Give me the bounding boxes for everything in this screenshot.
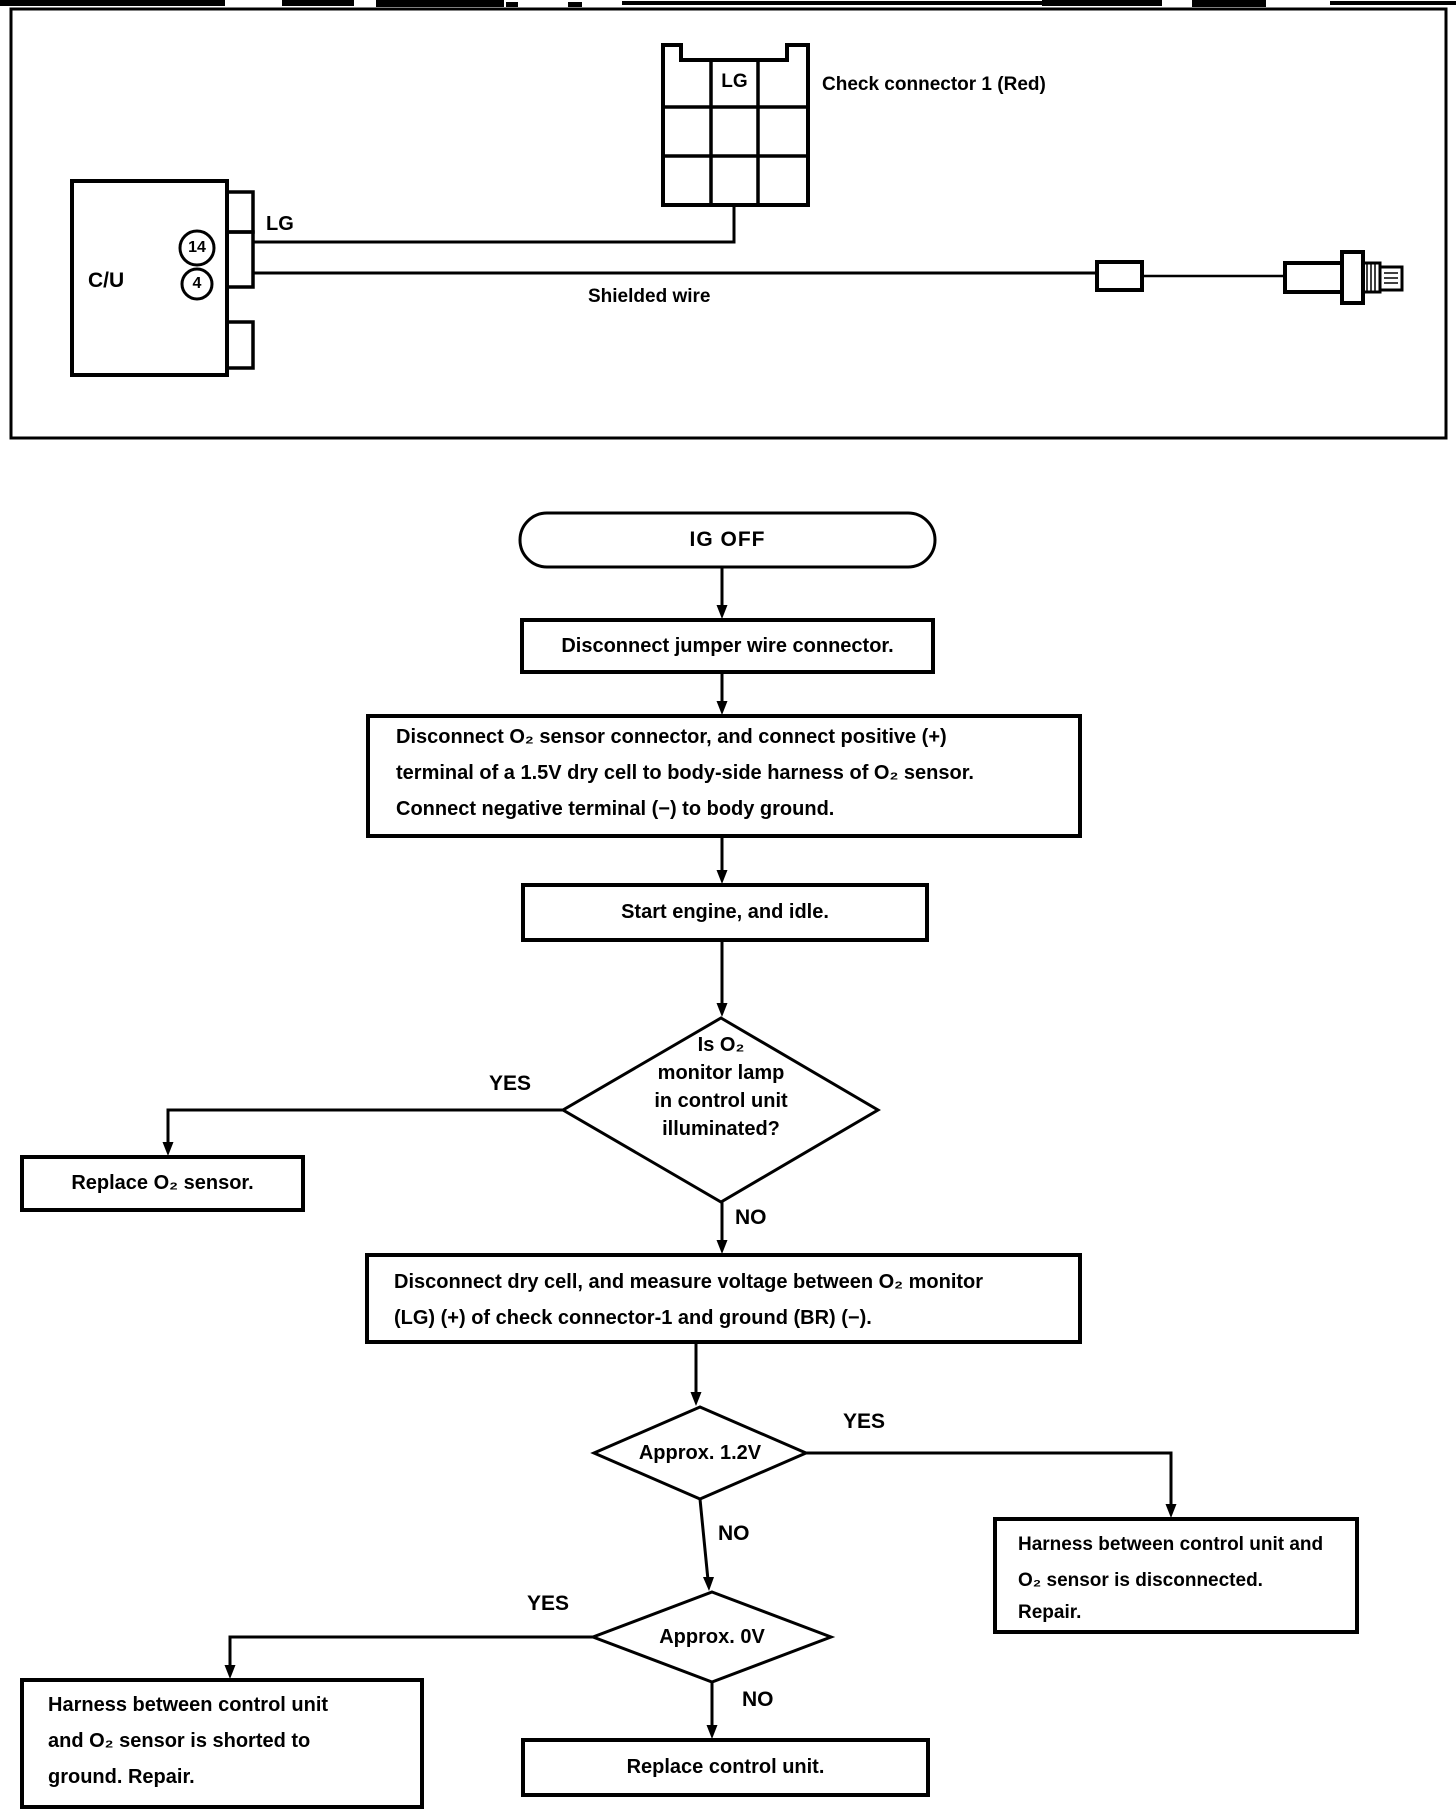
pin-14-circle	[178, 229, 216, 267]
decision-approx-12v-label: Approx. 1.2V	[638, 1442, 762, 1464]
result-harness-disconnected-line1: Harness between control unit and	[1018, 1534, 1324, 1555]
replace-sensor-box-shape	[20, 1155, 305, 1212]
pin-4-circle	[180, 267, 214, 301]
lg-wire	[253, 205, 736, 244]
arrowheads	[162, 605, 1177, 1739]
step-dry-cell-line2: terminal of a 1.5V dry cell to body-side…	[396, 762, 974, 784]
check-connector-cell-label: LG	[721, 71, 748, 92]
decision-approx-0v-label: Approx. 0V	[659, 1626, 765, 1648]
check-connector-grid	[663, 60, 808, 205]
pin-4-label: 4	[192, 275, 202, 292]
edge-lamp-yes	[166, 1108, 563, 1145]
result-harness-disconnected-line2: O₂ sensor is disconnected.	[1018, 1570, 1263, 1591]
step-measure-voltage-line2: (LG) (+) of check connector-1 and ground…	[394, 1307, 872, 1329]
edge-12v-yes	[806, 1451, 1173, 1507]
decision-monitor-lamp-line2: monitor lamp	[657, 1062, 785, 1084]
label-yes-2: YES	[843, 1410, 886, 1433]
start-node-shape	[518, 511, 937, 569]
step-measure-voltage-line1: Disconnect dry cell, and measure voltage…	[394, 1271, 984, 1293]
scan-artifacts	[0, 0, 1456, 7]
pin-14-label: 14	[188, 239, 206, 256]
result-harness-shorted-line1: Harness between control unit	[48, 1694, 329, 1716]
label-no-3: NO	[742, 1688, 774, 1711]
cu-tab-3	[225, 320, 255, 370]
result-harness-disconnected-line3: Repair.	[1018, 1602, 1082, 1623]
label-no-1: NO	[735, 1206, 767, 1229]
jumper-box-shape	[520, 618, 935, 674]
inline-connector	[1095, 260, 1144, 292]
harness-shorted-box-shape	[20, 1678, 424, 1809]
step-dry-cell-line3: Connect negative terminal (−) to body gr…	[396, 798, 835, 820]
label-yes-1: YES	[489, 1072, 532, 1095]
result-replace-sensor: Replace O₂ sensor.	[71, 1172, 254, 1194]
dry-cell-box-shape	[366, 714, 1082, 838]
replace-control-unit-box-shape	[521, 1738, 930, 1797]
result-harness-shorted-line3: ground. Repair.	[48, 1766, 195, 1788]
decision-monitor-lamp-line4: illuminated?	[662, 1118, 780, 1140]
wiring-frame	[9, 7, 1448, 440]
start-engine-box-shape	[521, 883, 929, 942]
edge-0v-yes	[228, 1635, 593, 1668]
step-start-engine: Start engine, and idle.	[621, 901, 829, 923]
decision-monitor-lamp-line3: in control unit	[654, 1090, 788, 1112]
step-disconnect-jumper: Disconnect jumper wire connector.	[561, 634, 894, 657]
o2-sensor	[1283, 250, 1404, 305]
flowchart-connectors	[166, 567, 1173, 1728]
check-connector-label: Check connector 1 (Red)	[822, 74, 1046, 95]
result-replace-control-unit: Replace control unit.	[626, 1756, 825, 1778]
label-no-2: NO	[718, 1522, 750, 1545]
cu-tab-1	[225, 190, 255, 234]
shielded-wire-label: Shielded wire	[588, 286, 711, 307]
cu-tab-2	[225, 230, 255, 289]
start-node-label: IG OFF	[689, 528, 766, 551]
result-harness-shorted-line2: and O₂ sensor is shorted to	[48, 1730, 311, 1752]
step-dry-cell-line1: Disconnect O₂ sensor connector, and conn…	[396, 726, 947, 748]
control-unit-label: C/U	[88, 269, 125, 292]
harness-disconnected-box-shape	[993, 1517, 1359, 1634]
lg-wire-label: LG	[266, 213, 294, 235]
decision-monitor-lamp-line1: Is O₂	[697, 1034, 745, 1056]
wiring-diagram	[9, 7, 1448, 440]
edge-12v-no	[698, 1498, 710, 1581]
check-connector-outline	[661, 43, 810, 207]
label-yes-3: YES	[527, 1592, 570, 1615]
measure-voltage-box-shape	[365, 1253, 1082, 1344]
